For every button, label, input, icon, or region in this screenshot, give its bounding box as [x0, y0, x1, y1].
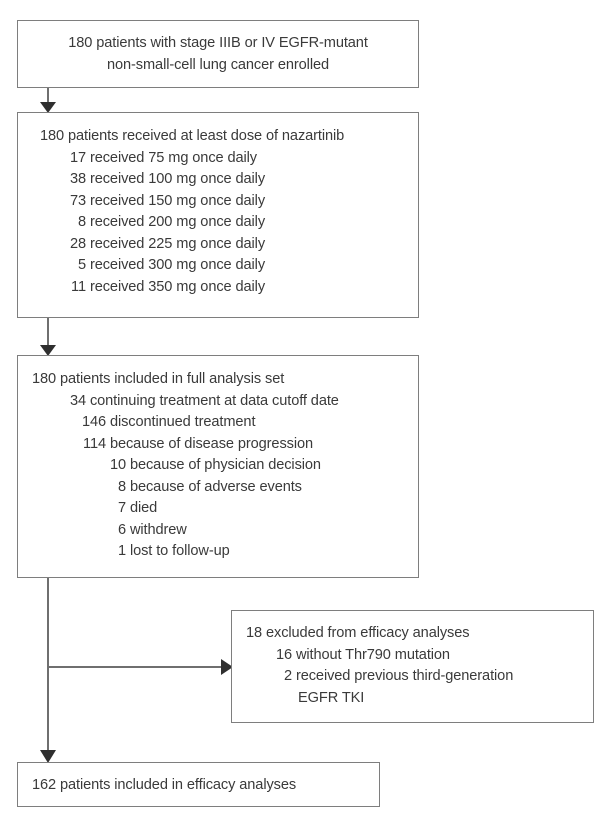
fullset-item-count: 8: [117, 478, 126, 495]
dosed-item-label: received 300 mg once daily: [86, 257, 266, 273]
dosed-item-count: 11: [71, 278, 86, 295]
fullset-item-row: 7 died: [32, 498, 418, 520]
fullset-item-label: died: [126, 500, 158, 516]
dosed-item-row: 8 received 200 mg once daily: [40, 212, 418, 234]
fullset-item-label: because of physician decision: [126, 457, 321, 473]
dosed-item-row: 11 received 350 mg once daily: [40, 277, 418, 299]
enrolled-line-2: non-small-cell lung cancer enrolled: [106, 56, 329, 73]
fullset-item-label: because of adverse events: [126, 478, 302, 495]
dosed-item-label: received 225 mg once daily: [86, 235, 266, 252]
fullset-item-label: because of disease progression: [106, 435, 314, 452]
fullset-item-count: 6: [117, 521, 126, 538]
dosed-header: 180 patients received at least dose of n…: [40, 128, 345, 144]
node-fullset-text: 180 patients included in full analysis s…: [18, 356, 418, 563]
fullset-item-row: 1 lost to follow-up: [32, 541, 418, 563]
fullset-item-label: lost to follow-up: [126, 543, 230, 559]
dosed-item-label: received 350 mg once daily: [86, 278, 266, 295]
node-efficacy-text: 162 patients included in efficacy analys…: [18, 763, 379, 797]
fullset-item-row: 10 because of physician decision: [32, 455, 418, 477]
excluded-item-count: 16: [275, 646, 292, 663]
node-enrolled: 180 patients with stage IIIB or IV EGFR-…: [17, 20, 419, 88]
excluded-item-label: received previous third-generation: [292, 668, 514, 684]
dosed-item-label: received 100 mg once daily: [86, 171, 266, 187]
connector-fullset-branch: [40, 578, 233, 763]
efficacy-header: 162 patients included in efficacy analys…: [32, 777, 297, 793]
dosed-item-row: 17 received 75 mg once daily: [40, 148, 418, 170]
node-excluded: 18 excluded from efficacy analyses 16 wi…: [231, 610, 594, 723]
enrolled-line-1: 180 patients with stage IIIB or IV EGFR-…: [68, 35, 368, 51]
fullset-item-count: 1: [117, 543, 126, 559]
dosed-item-count: 73: [69, 192, 86, 209]
fullset-item-row: 34 continuing treatment at data cutoff d…: [32, 391, 418, 413]
dosed-item-row: 28 received 225 mg once daily: [40, 234, 418, 256]
fullset-item-row: 8 because of adverse events: [32, 477, 418, 499]
dosed-item-count: 5: [77, 257, 86, 273]
dosed-item-label: received 150 mg once daily: [86, 192, 266, 209]
node-dosed-text: 180 patients received at least dose of n…: [18, 113, 418, 298]
dosed-item-row: 73 received 150 mg once daily: [40, 191, 418, 213]
fullset-item-count: 10: [109, 457, 126, 473]
fullset-item-label: withdrew: [126, 521, 187, 538]
fullset-item-row: 6 withdrew: [32, 520, 418, 542]
dosed-item-label: received 75 mg once daily: [86, 149, 258, 166]
dosed-item-label: received 200 mg once daily: [86, 214, 266, 230]
fullset-item-count: 7: [117, 500, 126, 516]
node-efficacy: 162 patients included in efficacy analys…: [17, 762, 380, 807]
node-excluded-text: 18 excluded from efficacy analyses 16 wi…: [232, 611, 593, 709]
dosed-item-count: 38: [69, 171, 86, 187]
excluded-item-label: without Thr790 mutation: [292, 646, 450, 663]
fullset-item-label: discontinued treatment: [106, 414, 256, 430]
fullset-header: 180 patients included in full analysis s…: [32, 371, 285, 387]
excluded-item-count: 2: [283, 668, 292, 684]
node-enrolled-text: 180 patients with stage IIIB or IV EGFR-…: [18, 21, 418, 76]
dosed-item-count: 17: [69, 149, 86, 166]
fullset-item-row: 114 because of disease progression: [32, 434, 418, 456]
fullset-item-label: continuing treatment at data cutoff date: [86, 392, 339, 409]
fullset-item-count: 114: [83, 435, 106, 452]
excluded-item-row: 16 without Thr790 mutation: [246, 645, 593, 667]
node-full-analysis-set: 180 patients included in full analysis s…: [17, 355, 419, 578]
node-dosed: 180 patients received at least dose of n…: [17, 112, 419, 318]
connector-enrolled-to-dosed: [40, 88, 56, 113]
dosed-item-row: 5 received 300 mg once daily: [40, 255, 418, 277]
connector-dosed-to-fullset: [40, 318, 56, 356]
fullset-item-count: 146: [81, 414, 106, 430]
fullset-item-list: 34 continuing treatment at data cutoff d…: [32, 391, 418, 563]
fullset-item-count: 34: [69, 392, 86, 409]
excluded-item-row: 2 received previous third-generation: [246, 666, 593, 688]
dosed-item-count: 28: [69, 235, 86, 252]
fullset-item-row: 146 discontinued treatment: [32, 412, 418, 434]
dosed-item-count: 8: [77, 214, 86, 230]
dosed-item-row: 38 received 100 mg once daily: [40, 169, 418, 191]
excluded-continuation: EGFR TKI: [298, 689, 365, 706]
excluded-header: 18 excluded from efficacy analyses: [246, 625, 470, 641]
